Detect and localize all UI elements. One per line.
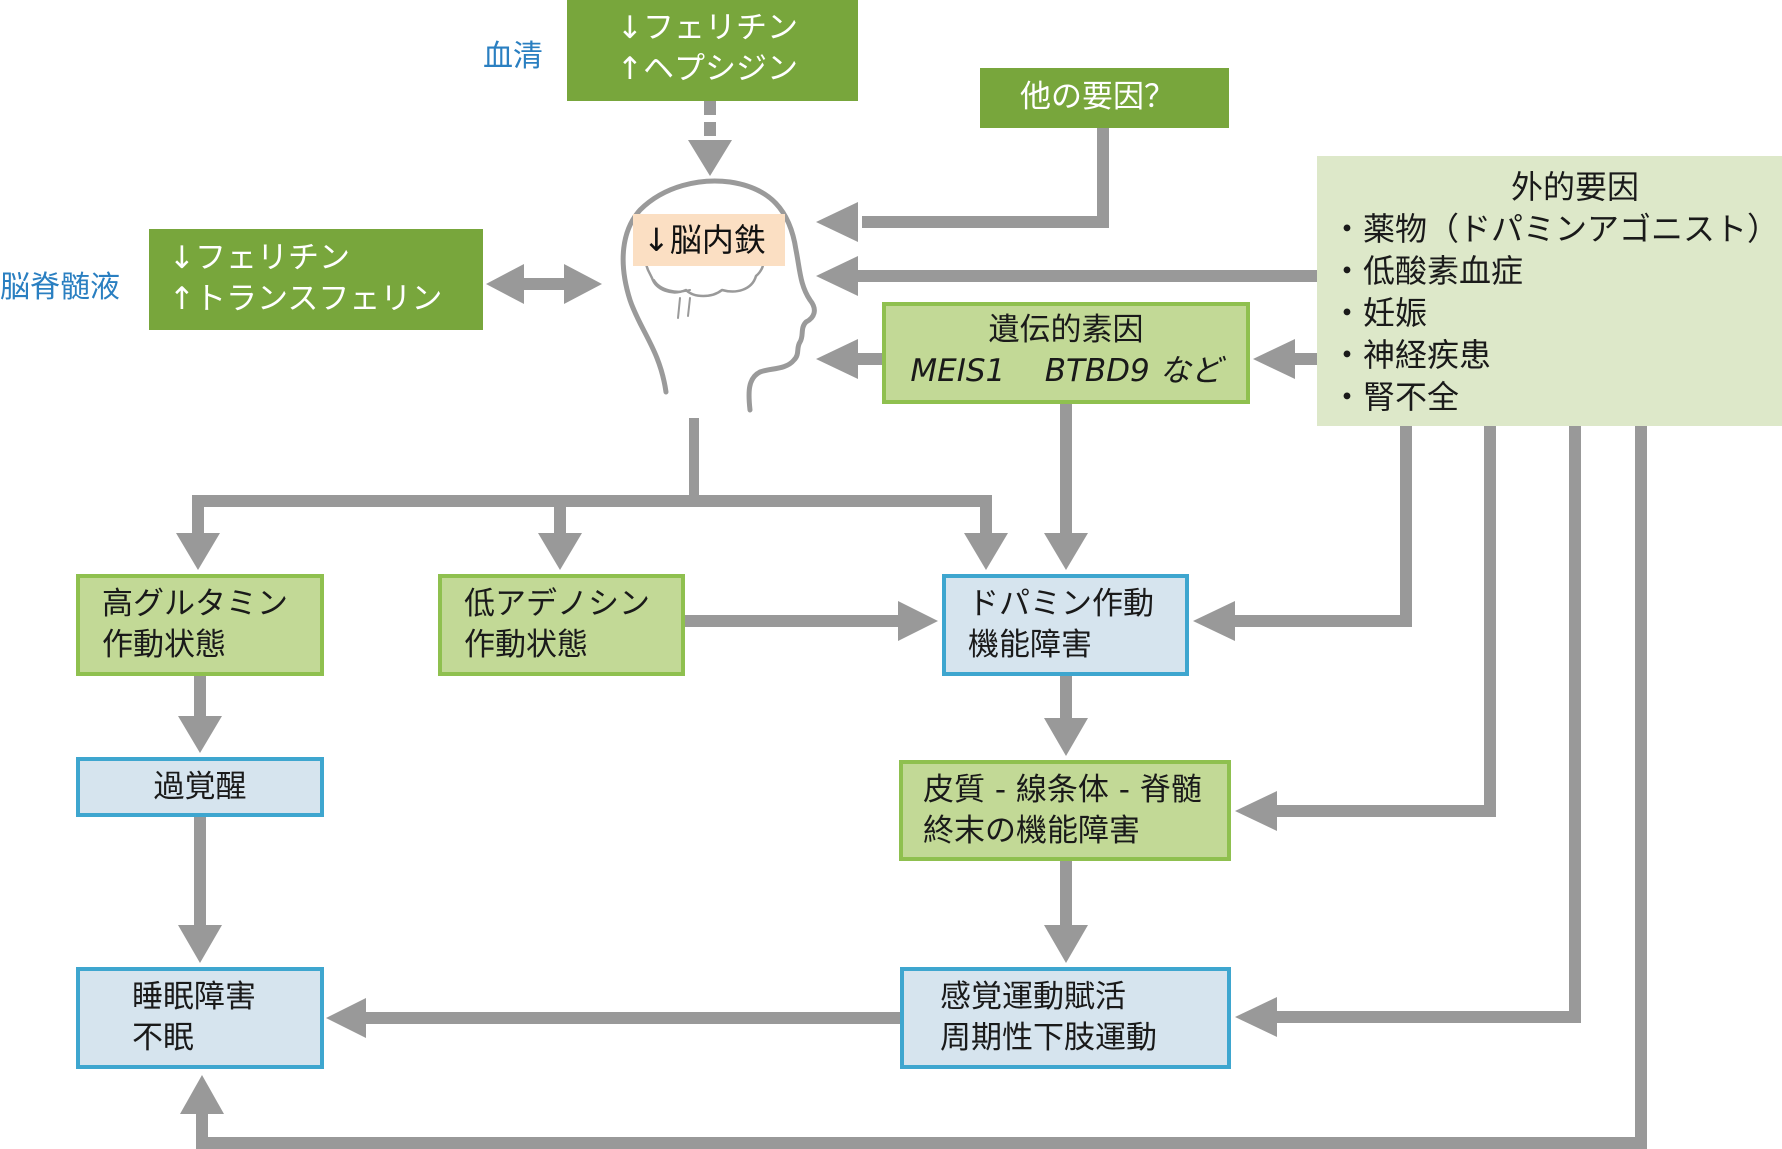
other-factors-arrowhead [816, 202, 858, 242]
external-sleep-line-h [196, 1137, 1647, 1149]
csf-label: 脳脊髄液 [0, 270, 120, 305]
glutamate-to-hyperarousal-line [194, 676, 206, 718]
external-to-genetic-arrowhead [1253, 339, 1295, 379]
adenosine-to-dopamine-arrowhead [898, 601, 938, 641]
glutamate-arrowhead [176, 533, 220, 570]
hyperarousal-to-sleep-line [194, 817, 206, 927]
adenosine-line-1: 低アデノシン [464, 586, 650, 622]
dopamine-to-cortex-line [1060, 676, 1072, 720]
sensorimotor-to-sleep-arrowhead [326, 998, 366, 1038]
serum-box: ↓フェリチン ↑ヘプシジン [567, 0, 858, 101]
glutamate-line-2: 作動状態 [102, 627, 226, 663]
branch-line-h [192, 495, 992, 507]
external-sensorimotor-arrowhead [1235, 997, 1277, 1037]
serum-line-ferritin: ↓フェリチン [617, 10, 798, 46]
external-sleep-arrowhead [180, 1075, 224, 1114]
external-factors-box: 外的要因 ・薬物（ドパミンアゴニスト） ・低酸素血症 ・妊娠 ・神経疾患 ・腎不… [1317, 156, 1782, 426]
dopamine-arrowhead-1 [964, 533, 1008, 570]
external-dopamine-line-h [1232, 615, 1412, 627]
external-sensorimotor-line-v [1569, 426, 1581, 1023]
head-down-line [689, 418, 699, 498]
external-to-head-line [858, 270, 1317, 282]
genetic-to-head-line [858, 353, 882, 365]
cortex-box: 皮質 - 線条体 - 脊髄 終末の機能障害 [899, 760, 1231, 861]
brain-iron-label: ↓脳内鉄 [633, 214, 785, 266]
dopamine-arrowhead-2 [1044, 533, 1088, 570]
csf-box: ↓フェリチン ↑トランスフェリン [149, 229, 483, 330]
dopamine-line-1: ドパミン作動 [968, 586, 1154, 622]
serum-line-hepcidin: ↑ヘプシジン [617, 51, 798, 87]
branch-adenosine-v [554, 495, 566, 535]
external-sensorimotor-line-h [1273, 1011, 1581, 1023]
external-cortex-arrowhead [1235, 791, 1277, 831]
csf-line-ferritin: ↓フェリチン [169, 240, 350, 276]
genetic-genes: MEIS1 BTBD9 など [886, 351, 1246, 392]
csf-arrowhead-left [486, 264, 524, 304]
branch-dopamine-v [980, 495, 992, 535]
other-factors-line-h [862, 216, 1109, 228]
external-factor-item: ・妊娠 [1331, 294, 1428, 332]
hyperarousal-to-sleep-arrowhead [178, 925, 222, 963]
dopamine-to-cortex-arrowhead [1044, 718, 1088, 756]
genetic-box: 遺伝的素因 MEIS1 BTBD9 など [882, 302, 1250, 404]
external-factors-title: 外的要因 [1511, 168, 1640, 206]
cortex-to-sensorimotor-line [1060, 861, 1072, 927]
dopamine-box: ドパミン作動 機能障害 [942, 574, 1189, 676]
gene-btbd9: BTBD9 [1044, 353, 1150, 389]
genetic-to-head-arrowhead [816, 339, 858, 379]
external-cortex-line-h [1273, 805, 1496, 817]
serum-arrowhead [688, 140, 732, 176]
adenosine-line-2: 作動状態 [464, 627, 588, 663]
external-sleep-line-up [196, 1112, 208, 1149]
external-factor-item: ・腎不全 [1331, 378, 1460, 416]
external-sleep-line-v [1635, 426, 1647, 1149]
gene-meis1: MEIS1 [910, 353, 1006, 389]
other-factors-box: 他の要因？ [980, 68, 1229, 128]
hyperarousal-text: 過覚醒 [153, 769, 247, 805]
glutamate-to-hyperarousal-arrowhead [178, 716, 222, 753]
external-factor-item: ・薬物（ドパミンアゴニスト） [1331, 210, 1780, 248]
adenosine-arrowhead [538, 533, 582, 570]
genetic-title: 遺伝的素因 [988, 312, 1144, 348]
sensorimotor-box: 感覚運動賦活 周期性下肢運動 [900, 967, 1231, 1069]
adenosine-box: 低アデノシン 作動状態 [438, 574, 685, 676]
genetic-suffix: など [1159, 353, 1222, 389]
external-to-genetic-line [1293, 353, 1317, 365]
other-factors-line-v [1097, 128, 1109, 228]
serum-dash-2 [704, 122, 716, 136]
sleep-line-1: 睡眠障害 [132, 979, 256, 1015]
sensorimotor-line-2: 周期性下肢運動 [940, 1020, 1157, 1056]
sleep-box: 睡眠障害 不眠 [76, 967, 324, 1069]
hyperarousal-box: 過覚醒 [76, 757, 324, 817]
adenosine-to-dopamine-line [685, 615, 900, 627]
dopamine-line-2: 機能障害 [968, 627, 1092, 663]
serum-label: 血清 [483, 39, 543, 74]
external-dopamine-line-v [1400, 426, 1412, 627]
glutamate-line-1: 高グルタミン [102, 586, 288, 622]
serum-dash-1 [704, 101, 716, 115]
other-factors-text: 他の要因？ [1020, 79, 1175, 115]
external-factor-item: ・低酸素血症 [1331, 252, 1524, 290]
cortex-to-sensorimotor-arrowhead [1044, 925, 1088, 963]
branch-glutamate-v [192, 495, 204, 535]
cortex-line-2: 終末の機能障害 [923, 813, 1140, 849]
sensorimotor-line-1: 感覚運動賦活 [940, 979, 1126, 1015]
sensorimotor-to-sleep-line [364, 1012, 900, 1024]
external-to-head-arrowhead [816, 256, 858, 296]
csf-line-transferrin: ↑トランスフェリン [169, 281, 443, 317]
sleep-line-2: 不眠 [132, 1020, 194, 1056]
external-factor-item: ・神経疾患 [1331, 336, 1492, 374]
genetic-to-dopamine-line [1060, 404, 1072, 535]
glutamate-box: 高グルタミン 作動状態 [76, 574, 324, 676]
external-dopamine-arrowhead [1193, 601, 1235, 641]
external-cortex-line-v [1484, 426, 1496, 817]
cortex-line-1: 皮質 - 線条体 - 脊髄 [923, 772, 1202, 808]
csf-arrowhead-right [564, 264, 602, 304]
